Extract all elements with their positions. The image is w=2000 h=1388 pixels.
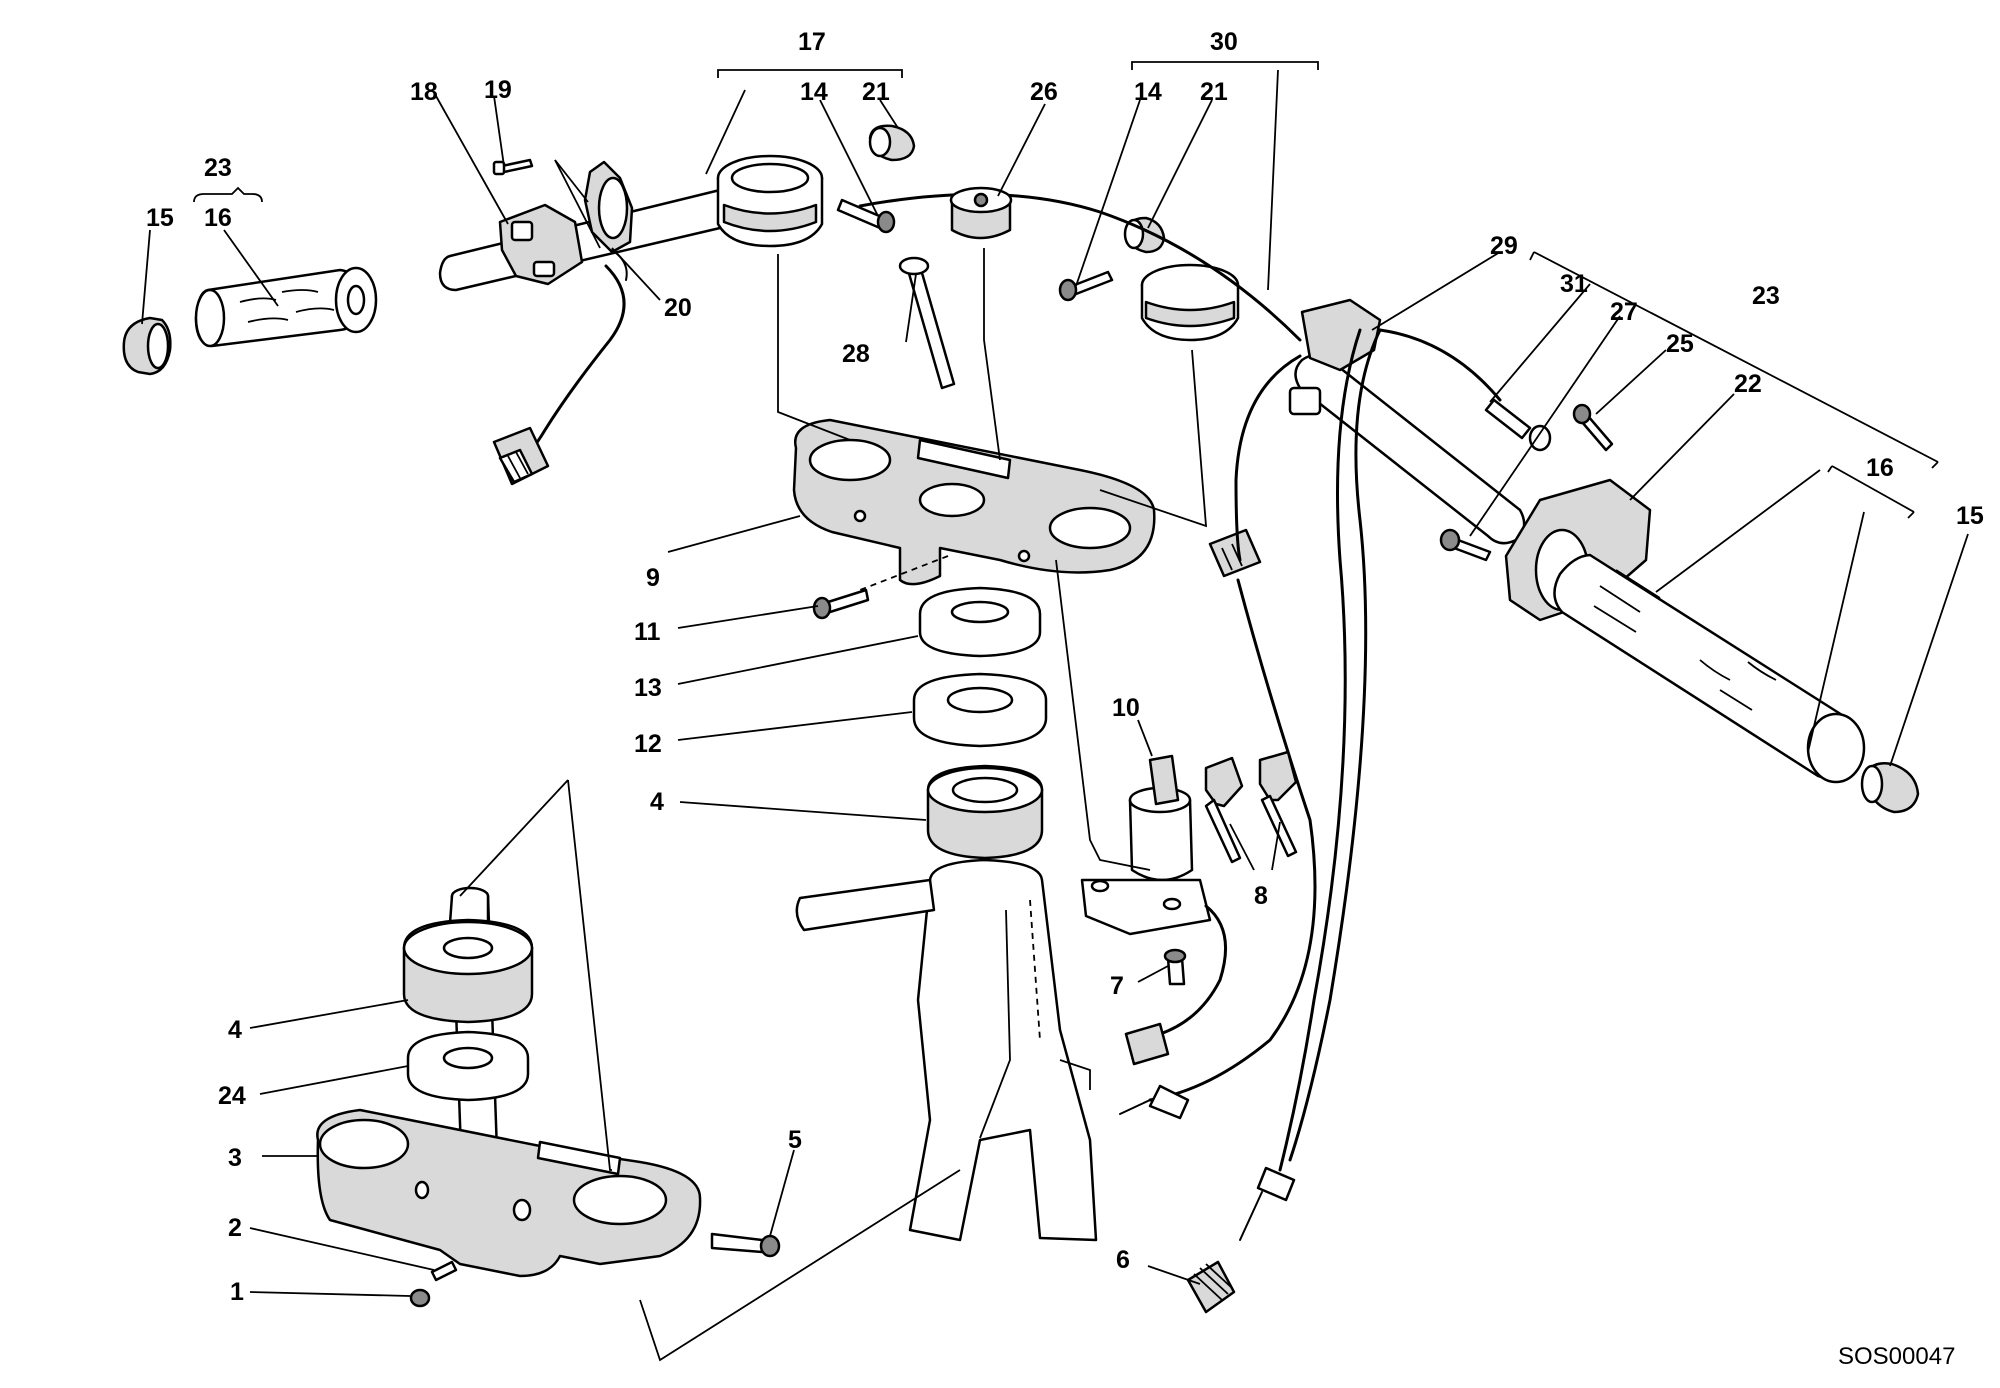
brackets xyxy=(193,61,1939,519)
upper-triple-clamp xyxy=(792,418,1156,586)
callout-5: 5 xyxy=(788,1126,802,1154)
left-clip-on-clamp xyxy=(716,124,916,248)
callout-29: 29 xyxy=(1490,232,1518,260)
drawing-code: SOS00047 xyxy=(1838,1343,1955,1370)
callout-14-right: 14 xyxy=(1134,78,1162,106)
right-clip-on-clamp xyxy=(1058,216,1240,342)
callout-2: 2 xyxy=(228,1214,242,1242)
callout-1: 1 xyxy=(230,1278,244,1306)
callout-15-right: 15 xyxy=(1956,502,1984,530)
callout-28: 28 xyxy=(842,340,870,368)
callout-7: 7 xyxy=(1110,972,1124,1000)
callout-14-left: 14 xyxy=(800,78,828,106)
callout-labels: 17 30 14 21 26 14 21 18 19 23 15 16 20 2… xyxy=(146,28,1984,1306)
callout-26: 26 xyxy=(1030,78,1058,106)
callout-17: 17 xyxy=(798,28,826,56)
callout-23-right: 23 xyxy=(1752,282,1780,310)
callout-8: 8 xyxy=(1254,882,1268,910)
callout-19: 19 xyxy=(484,76,512,104)
callout-12: 12 xyxy=(634,730,662,758)
callout-20: 20 xyxy=(664,294,692,322)
callout-3: 3 xyxy=(228,1144,242,1172)
callout-9: 9 xyxy=(646,564,660,592)
callout-18: 18 xyxy=(410,78,438,106)
callout-24: 24 xyxy=(218,1082,246,1110)
callout-23-left: 23 xyxy=(204,154,232,182)
leader-lines xyxy=(141,69,1969,1297)
callout-30: 30 xyxy=(1210,28,1238,56)
callout-15-left: 15 xyxy=(146,204,174,232)
callout-21-left: 21 xyxy=(862,78,890,106)
callout-21-right: 21 xyxy=(1200,78,1228,106)
steering-stem-lower xyxy=(316,886,781,1308)
explosion-lines xyxy=(459,248,1208,1362)
callout-22: 22 xyxy=(1734,370,1762,398)
callout-13: 13 xyxy=(634,674,662,702)
callout-25: 25 xyxy=(1666,330,1694,358)
callout-4-upper: 4 xyxy=(650,788,664,816)
left-handlebar xyxy=(122,158,740,486)
ignition-switch xyxy=(1080,750,1298,1066)
callout-6: 6 xyxy=(1116,1246,1130,1274)
frame-head-tube xyxy=(795,858,1098,1242)
callout-10: 10 xyxy=(1112,694,1140,722)
cables xyxy=(858,192,1502,1241)
callout-11: 11 xyxy=(634,618,661,646)
left-switch-connector xyxy=(492,426,550,486)
callout-4-lower: 4 xyxy=(228,1016,242,1044)
callout-31: 31 xyxy=(1560,270,1588,298)
callout-16-left: 16 xyxy=(204,204,232,232)
callout-27: 27 xyxy=(1610,298,1638,326)
right-handlebar xyxy=(1208,298,1920,814)
callout-16-right: 16 xyxy=(1866,454,1894,482)
spring-6 xyxy=(1186,1260,1236,1314)
stem-parts xyxy=(812,186,1048,860)
